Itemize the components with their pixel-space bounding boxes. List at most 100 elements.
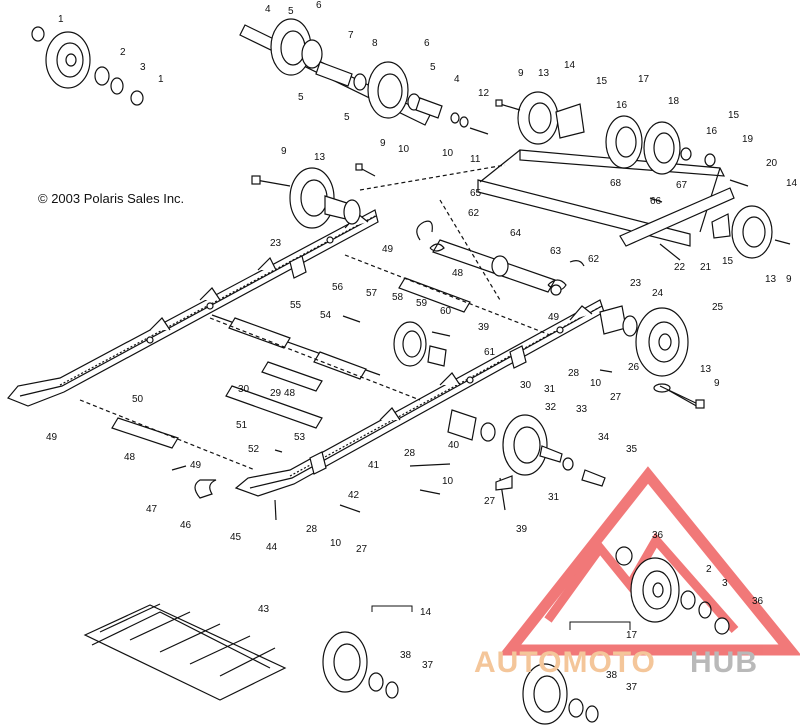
callout-label: 6 <box>316 0 322 11</box>
callout-label: 8 <box>372 38 378 49</box>
callout-label: 39 <box>516 524 528 535</box>
callout-label: 45 <box>230 532 242 543</box>
callout-label: 9 <box>380 138 386 149</box>
watermark-word-automoto: AUTOMOTO <box>474 646 656 679</box>
callout-label: 56 <box>332 282 344 293</box>
callout-label: 49 <box>382 244 394 255</box>
callout-label: 15 <box>596 76 608 87</box>
callout-label: 1 <box>158 74 164 85</box>
callout-label: 48 <box>124 452 136 463</box>
callout-label: 62 <box>468 208 480 219</box>
callout-label: 38 <box>400 650 412 661</box>
callout-label: 10 <box>398 144 410 155</box>
callout-label: 13 <box>700 364 712 375</box>
callout-label: 63 <box>550 246 562 257</box>
callout-label: 26 <box>628 362 640 373</box>
callout-label: 46 <box>180 520 192 531</box>
callout-label: 28 <box>306 524 318 535</box>
callout-label: 37 <box>422 660 434 671</box>
callout-label: 25 <box>712 302 724 313</box>
callout-label: 37 <box>626 682 638 693</box>
callout-label: 21 <box>700 262 712 273</box>
callout-label: 3 <box>722 578 728 589</box>
callout-label: 39 <box>478 322 490 333</box>
callout-label: 20 <box>766 158 778 169</box>
callout-label: 15 <box>722 256 734 267</box>
callout-label: 64 <box>510 228 522 239</box>
callout-label: 14 <box>420 607 432 618</box>
callout-label: 22 <box>674 262 686 273</box>
callout-label: 10 <box>442 148 454 159</box>
callout-label: 14 <box>786 178 798 189</box>
idler-wheels <box>31 18 773 725</box>
callout-label: 5 <box>288 6 294 17</box>
callout-label: 49 <box>46 432 58 443</box>
callout-label: 36 <box>652 530 664 541</box>
callout-label: 59 <box>416 298 428 309</box>
callout-label: 4 <box>454 74 460 85</box>
callout-label: 4 <box>265 4 271 15</box>
callout-label: 27 <box>356 544 368 555</box>
callout-label: 67 <box>676 180 688 191</box>
callout-label: 17 <box>638 74 650 85</box>
callout-label: 51 <box>236 420 248 431</box>
callout-label: 14 <box>564 60 576 71</box>
callout-label: 2 <box>706 564 712 575</box>
callout-label: 61 <box>484 347 496 358</box>
callout-label: 5 <box>298 92 304 103</box>
callout-label: 9 <box>281 146 287 157</box>
callout-label: 16 <box>706 126 718 137</box>
right-rail <box>234 299 605 497</box>
callout-label: 15 <box>728 110 740 121</box>
callout-label: 50 <box>132 394 144 405</box>
callout-label: 34 <box>598 432 610 443</box>
callout-label: 9 <box>714 378 720 389</box>
callout-label: 9 <box>518 68 524 79</box>
callout-label: 7 <box>348 30 354 41</box>
callout-label: 30 <box>238 384 250 395</box>
callout-label: 30 <box>520 380 532 391</box>
callout-label: 40 <box>448 440 460 451</box>
callout-label: 13 <box>538 68 550 79</box>
callout-label: 48 <box>452 268 464 279</box>
callout-label: 11 <box>470 154 481 165</box>
callout-label: 2 <box>120 47 126 58</box>
callout-label: 54 <box>320 310 332 321</box>
callout-label: 38 <box>606 670 618 681</box>
callout-label: 5 <box>430 62 436 73</box>
callout-label: 13 <box>314 152 326 163</box>
callout-label: 10 <box>442 476 454 487</box>
callout-label: 47 <box>146 504 158 515</box>
hardware-bolts <box>171 99 791 521</box>
callout-label: 58 <box>392 292 404 303</box>
callout-label: 1 <box>58 14 64 25</box>
callout-label: 68 <box>610 178 622 189</box>
callout-label: 29 <box>270 388 282 399</box>
callout-label: 9 <box>786 274 792 285</box>
callout-label: 57 <box>366 288 378 299</box>
callout-label: 32 <box>545 402 557 413</box>
watermark-triangle <box>498 466 800 656</box>
callout-label: 28 <box>404 448 416 459</box>
callout-label: 31 <box>548 492 560 503</box>
callout-label: 17 <box>626 630 638 641</box>
callout-label: 60 <box>440 306 452 317</box>
callout-label: 36 <box>752 596 764 607</box>
callout-label: 10 <box>330 538 342 549</box>
callout-label: 28 <box>568 368 580 379</box>
callout-label: 66 <box>650 196 662 207</box>
callout-label: 33 <box>576 404 588 415</box>
callout-label: 48 <box>284 388 296 399</box>
callout-label: 16 <box>616 100 628 111</box>
callout-label: 12 <box>478 88 490 99</box>
callout-label: 65 <box>470 188 482 199</box>
callout-label: 27 <box>484 496 496 507</box>
rear-shaft-assembly <box>416 220 585 296</box>
callout-label: 19 <box>742 134 754 145</box>
callout-label: 6 <box>424 38 430 49</box>
callout-label: 23 <box>270 238 282 249</box>
watermark-text: AUTOMOTO HUB <box>474 646 757 679</box>
callout-label: 24 <box>652 288 664 299</box>
